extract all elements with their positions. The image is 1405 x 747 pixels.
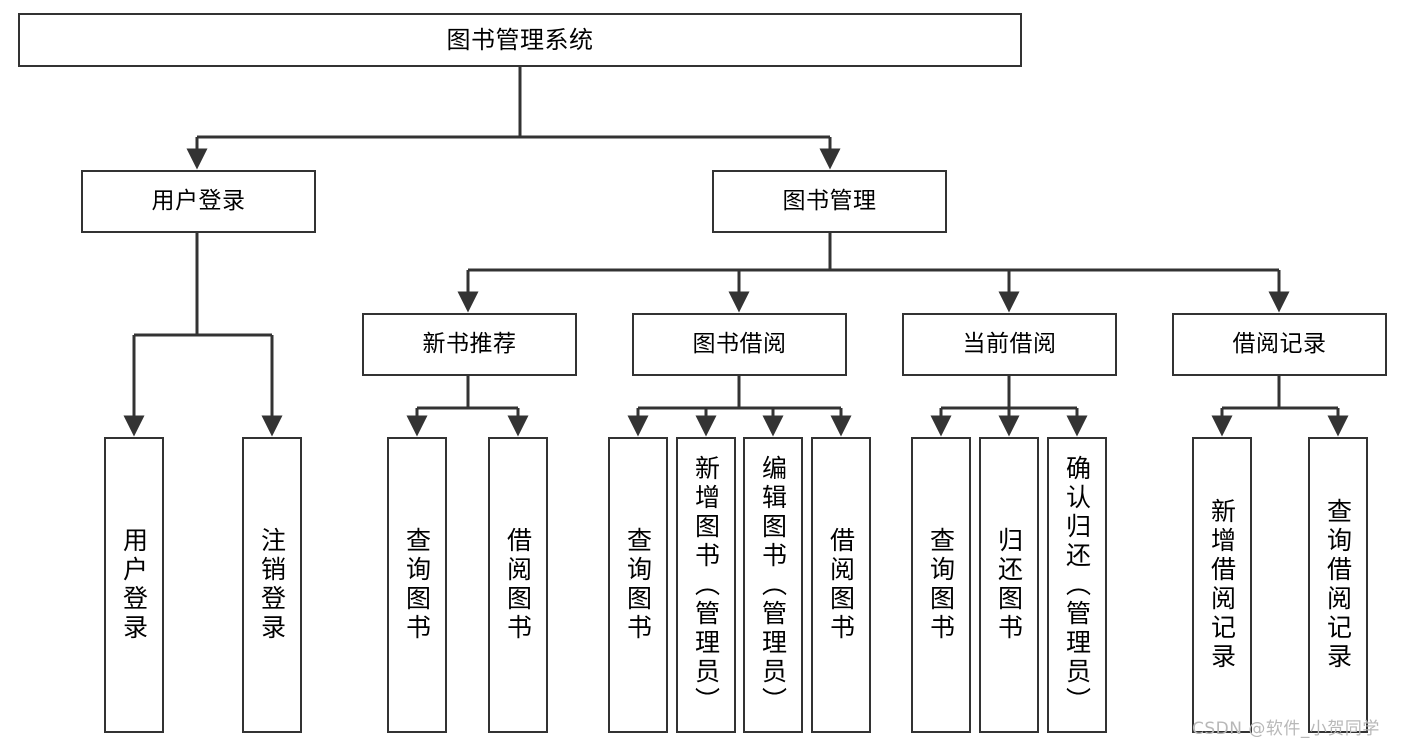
node-leaf-user-login-label: 用户登录 (119, 527, 149, 643)
node-current-borrow[interactable]: 当前借阅 (902, 313, 1117, 376)
node-book-management[interactable]: 图书管理 (712, 170, 947, 233)
node-leaf-user-login[interactable]: 用户登录 (104, 437, 164, 733)
node-leaf-edit-book-admin-label: 编辑图书（管理员） (758, 454, 788, 716)
node-leaf-add-book-admin-label: 新增图书（管理员） (691, 454, 721, 716)
node-leaf-edit-book-admin[interactable]: 编辑图书（管理员） (743, 437, 803, 733)
node-leaf-add-borrow-record-label: 新增借阅记录 (1207, 498, 1237, 672)
node-new-book-recommend-label: 新书推荐 (422, 331, 517, 358)
node-leaf-query-book-3-label: 查询图书 (926, 527, 956, 643)
node-leaf-query-borrow-record[interactable]: 查询借阅记录 (1308, 437, 1368, 733)
node-leaf-query-book-1[interactable]: 查询图书 (387, 437, 447, 733)
node-book-borrow[interactable]: 图书借阅 (632, 313, 847, 376)
node-leaf-logout-login-label: 注销登录 (257, 527, 287, 643)
node-leaf-query-book-3[interactable]: 查询图书 (911, 437, 971, 733)
node-leaf-borrow-book-2-label: 借阅图书 (826, 527, 856, 643)
csdn-watermark: CSDN @软件_小贺同学 (1192, 719, 1380, 739)
node-leaf-query-borrow-record-label: 查询借阅记录 (1323, 498, 1353, 672)
node-user-login[interactable]: 用户登录 (81, 170, 316, 233)
node-borrow-record-label: 借阅记录 (1232, 331, 1327, 358)
node-borrow-record[interactable]: 借阅记录 (1172, 313, 1387, 376)
node-root-system-label: 图书管理系统 (446, 26, 594, 54)
node-leaf-borrow-book-2[interactable]: 借阅图书 (811, 437, 871, 733)
node-leaf-borrow-book-1-label: 借阅图书 (503, 527, 533, 643)
node-leaf-confirm-return-admin-label: 确认归还（管理员） (1062, 454, 1092, 716)
node-leaf-logout-login[interactable]: 注销登录 (242, 437, 302, 733)
node-new-book-recommend[interactable]: 新书推荐 (362, 313, 577, 376)
node-leaf-confirm-return-admin[interactable]: 确认归还（管理员） (1047, 437, 1107, 733)
node-leaf-query-book-1-label: 查询图书 (402, 527, 432, 643)
node-leaf-query-book-2[interactable]: 查询图书 (608, 437, 668, 733)
node-book-borrow-label: 图书借阅 (692, 331, 787, 358)
node-book-management-label: 图书管理 (782, 188, 877, 215)
node-current-borrow-label: 当前借阅 (962, 331, 1057, 358)
node-leaf-borrow-book-1[interactable]: 借阅图书 (488, 437, 548, 733)
node-user-login-label: 用户登录 (151, 188, 246, 215)
node-leaf-query-book-2-label: 查询图书 (623, 527, 653, 643)
node-leaf-add-book-admin[interactable]: 新增图书（管理员） (676, 437, 736, 733)
node-leaf-return-book[interactable]: 归还图书 (979, 437, 1039, 733)
node-leaf-return-book-label: 归还图书 (994, 527, 1024, 643)
node-leaf-add-borrow-record[interactable]: 新增借阅记录 (1192, 437, 1252, 733)
node-root-system[interactable]: 图书管理系统 (18, 13, 1022, 67)
